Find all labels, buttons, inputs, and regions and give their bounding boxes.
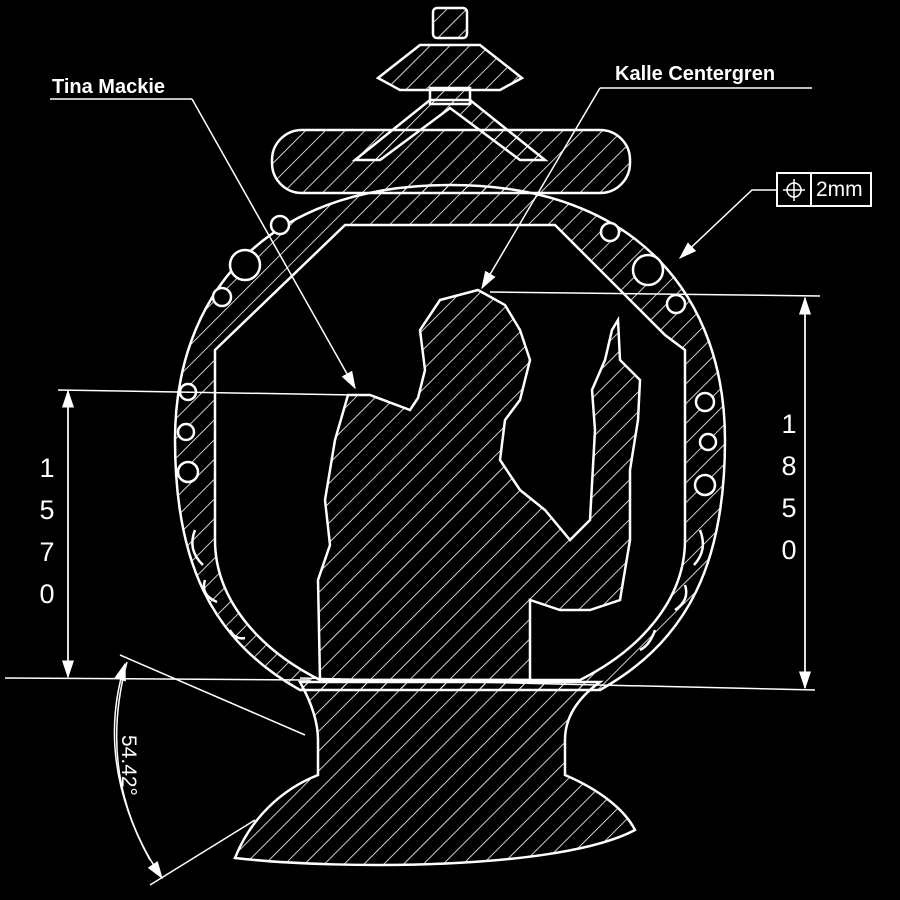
tolerance-frame: 2mm <box>776 172 872 207</box>
person-silhouette <box>316 288 642 682</box>
tolerance-leader <box>678 189 776 260</box>
neck-stem <box>428 86 472 106</box>
pedestal <box>233 680 637 867</box>
knob <box>431 6 469 40</box>
ring-holes <box>176 214 718 652</box>
digit: 7 <box>39 537 55 567</box>
position-icon <box>778 174 812 205</box>
left-callout-label: Tina Mackie <box>52 76 166 98</box>
tolerance-value: 2mm <box>816 177 863 201</box>
right-callout-leader <box>481 87 601 290</box>
right-callout-label: Kalle Centergren <box>615 63 776 85</box>
digit: 8 <box>781 451 797 481</box>
digit: 0 <box>781 535 797 565</box>
digit: 5 <box>39 495 55 525</box>
digit: 1 <box>781 409 797 439</box>
digit: 1 <box>39 453 55 483</box>
cap <box>375 43 525 92</box>
digit: 0 <box>39 579 55 609</box>
left-callout-leader <box>191 98 356 390</box>
digit: 5 <box>781 493 797 523</box>
angle-dimension-text: 54.42° <box>117 735 140 796</box>
top-bar <box>270 128 632 195</box>
